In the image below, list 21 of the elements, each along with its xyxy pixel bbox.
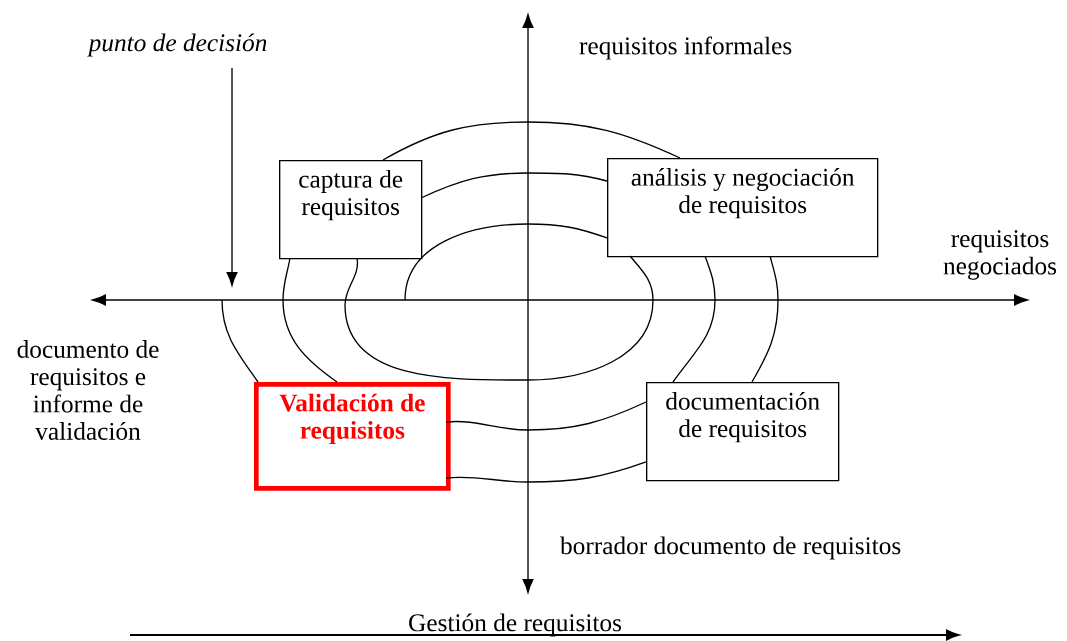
spiral-line bbox=[420, 172, 608, 199]
flow-label: Gestión de requisitos bbox=[409, 613, 622, 637]
flow-label: requisitos negociados bbox=[943, 230, 1057, 280]
process-box: análisis y negociación de requisitos bbox=[607, 158, 879, 258]
spiral-line bbox=[445, 461, 647, 483]
spiral-line bbox=[672, 255, 716, 383]
flow-label: requisitos informales bbox=[579, 36, 792, 60]
spiral-line bbox=[445, 401, 647, 431]
process-box: Validación de requisitos bbox=[254, 382, 451, 491]
spiral-line bbox=[221, 299, 259, 383]
spiral-line bbox=[404, 223, 608, 301]
arrow bbox=[226, 67, 238, 286]
spiral-line bbox=[751, 255, 779, 383]
flow-label: documento de requisitos e informe de validación bbox=[17, 340, 159, 440]
process-box: captura de requisitos bbox=[279, 160, 423, 260]
spiral-line bbox=[282, 257, 338, 383]
spiral-line bbox=[344, 255, 654, 381]
process-box: documentación de requisitos bbox=[646, 382, 840, 482]
decision-point-label: punto de decisión bbox=[87, 33, 267, 57]
flow-label: borrador documento de requisitos bbox=[560, 536, 901, 560]
spiral-line bbox=[382, 121, 681, 161]
